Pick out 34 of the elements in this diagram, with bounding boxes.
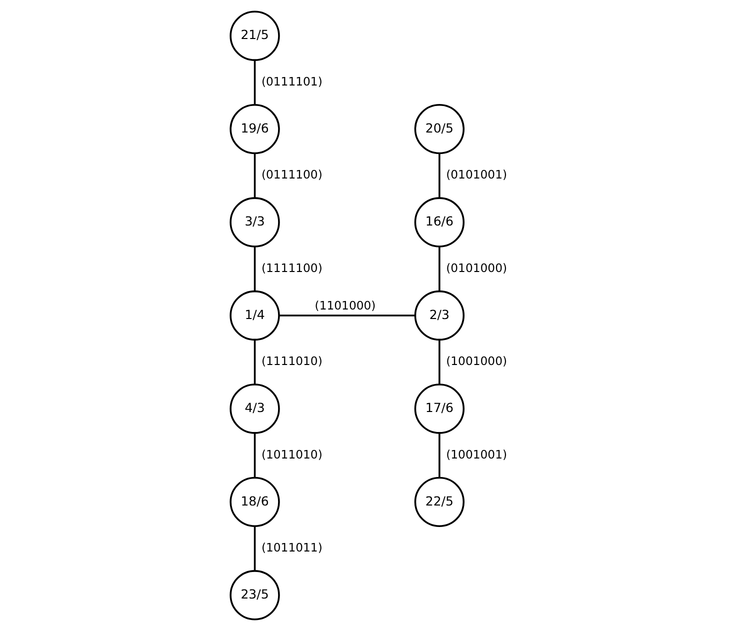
node-circle: 20/5 — [414, 104, 465, 154]
edge-label: (0111100) — [261, 168, 322, 182]
edge-label: (1011011) — [261, 540, 322, 555]
edge-label: (0101001) — [446, 168, 508, 182]
connector — [254, 526, 256, 571]
node-circle: 23/5 — [230, 570, 280, 620]
node-circle: 4/3 — [230, 384, 280, 434]
connector — [438, 340, 440, 384]
edge-label: (1011010) — [261, 447, 322, 462]
connector — [254, 432, 256, 478]
node-circle: 21/5 — [230, 10, 280, 61]
connector — [438, 432, 440, 478]
connector — [254, 153, 256, 198]
edge-label: (1101000) — [314, 298, 376, 313]
connector — [438, 246, 440, 292]
edge-label: (1111010) — [261, 354, 322, 368]
node-circle: 22/5 — [414, 476, 465, 528]
node-circle: 19/6 — [230, 104, 280, 154]
edge-label: (1001001) — [446, 447, 508, 462]
node-circle: 3/3 — [230, 197, 280, 248]
connector — [254, 60, 256, 105]
edge-label: (0111101) — [261, 74, 322, 88]
node-circle: 17/6 — [414, 384, 465, 434]
node-circle: 16/6 — [414, 197, 465, 248]
edge-label: (0101000) — [446, 260, 508, 275]
connector — [254, 246, 256, 292]
edge-label: (1001000) — [446, 354, 508, 368]
connector — [279, 314, 416, 316]
node-circle: 18/6 — [230, 476, 280, 528]
edge-label: (1111100) — [261, 260, 322, 275]
connector — [254, 340, 256, 384]
node-circle: 2/3 — [414, 290, 465, 341]
node-circle: 1/4 — [230, 290, 280, 341]
connector — [438, 153, 440, 198]
